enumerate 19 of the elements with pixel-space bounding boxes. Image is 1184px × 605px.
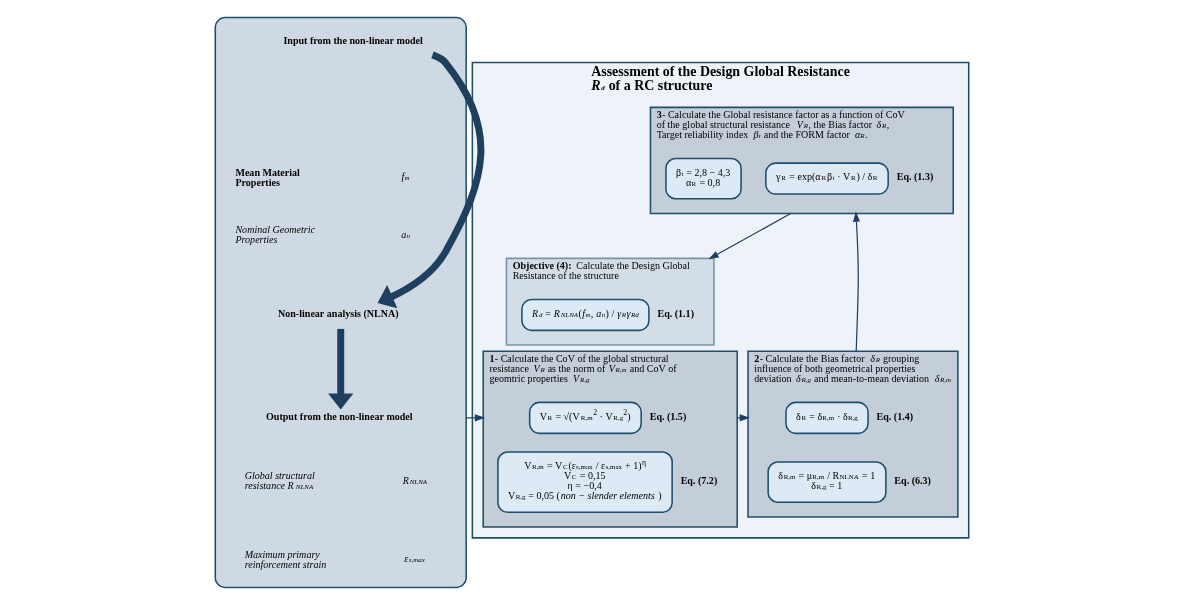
- node-label: Eq. (1.3): [896, 171, 934, 183]
- node-label: Eq. (7.2): [680, 475, 718, 486]
- arrow: [708, 212, 792, 260]
- arrow: [736, 414, 750, 422]
- arrow: [852, 211, 861, 352]
- cluster: [214, 16, 467, 589]
- node-label: Eq. (1.4): [876, 410, 914, 422]
- node-label: Eq. (1.5): [649, 410, 687, 422]
- node-label: Eq. (6.3): [894, 475, 931, 486]
- arrow: [377, 51, 485, 309]
- arrow: [465, 414, 486, 422]
- label: Maximum primary reinforcement strain: [244, 548, 327, 570]
- label: Mean Material Properties: [235, 166, 300, 188]
- node-text: Output from the non-linear model: [266, 410, 413, 422]
- arrow: [328, 328, 354, 410]
- node-text: Input from the non-linear model: [283, 35, 423, 47]
- label: Nominal Geometric Properties: [235, 224, 315, 246]
- node-label: Eq. (1.1): [657, 307, 694, 319]
- node-text: Non-linear analysis (NLNA): [278, 307, 399, 319]
